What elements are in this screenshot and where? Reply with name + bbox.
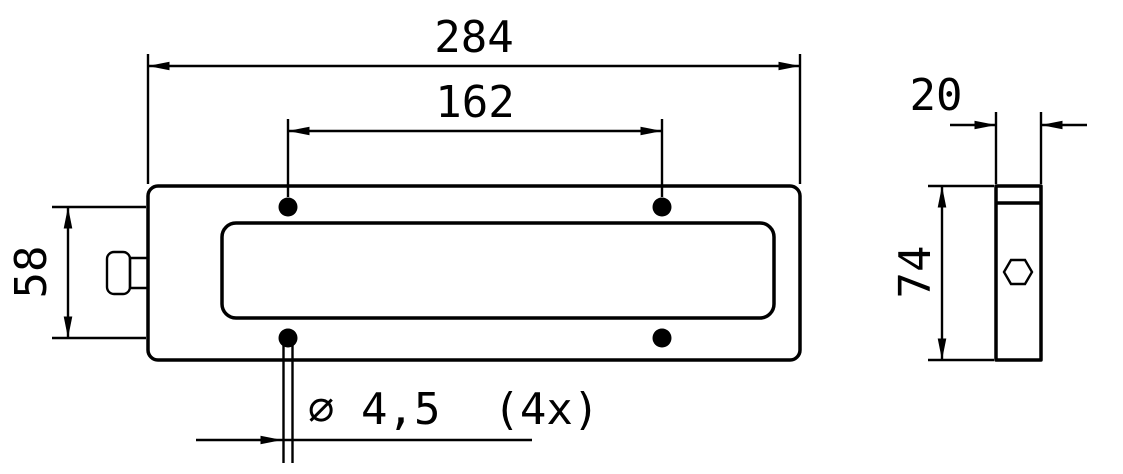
- mounting-hole-bottom-left: [278, 328, 298, 348]
- dim-hole-spacing-vertical: 58: [6, 205, 146, 340]
- mounting-hole-top-right: [652, 197, 672, 217]
- dim-overall-height-label: 74: [890, 246, 941, 299]
- mounting-hole-top-left: [278, 197, 298, 217]
- mounting-hole-bottom-right: [652, 328, 672, 348]
- dim-hole-spacing-horizontal: 162: [286, 77, 664, 197]
- front-body-outline: [146, 184, 802, 362]
- connector-neck: [128, 256, 148, 290]
- dim-overall-width: 284: [146, 12, 802, 184]
- side-body-outline: [994, 184, 1043, 362]
- dim-overall-width-label: 284: [434, 12, 513, 63]
- dim-overall-height: 74: [890, 184, 994, 362]
- dim-depth-label: 20: [910, 70, 963, 121]
- connector-plug: [105, 250, 132, 296]
- dim-depth: 20: [910, 70, 1087, 184]
- lens-window-outline: [220, 221, 776, 320]
- dim-hole-spacing-vertical-label: 58: [6, 246, 57, 299]
- front-view: [105, 184, 802, 362]
- side-view: [994, 184, 1043, 362]
- dim-hole-diameter: ⌀ 4,5 (4x): [196, 341, 599, 463]
- dim-hole-spacing-horizontal-label: 162: [435, 77, 514, 128]
- hex-nut-icon: [1002, 258, 1034, 286]
- cable-connector: [105, 250, 148, 296]
- dim-hole-diameter-label: ⌀ 4,5 (4x): [308, 384, 599, 435]
